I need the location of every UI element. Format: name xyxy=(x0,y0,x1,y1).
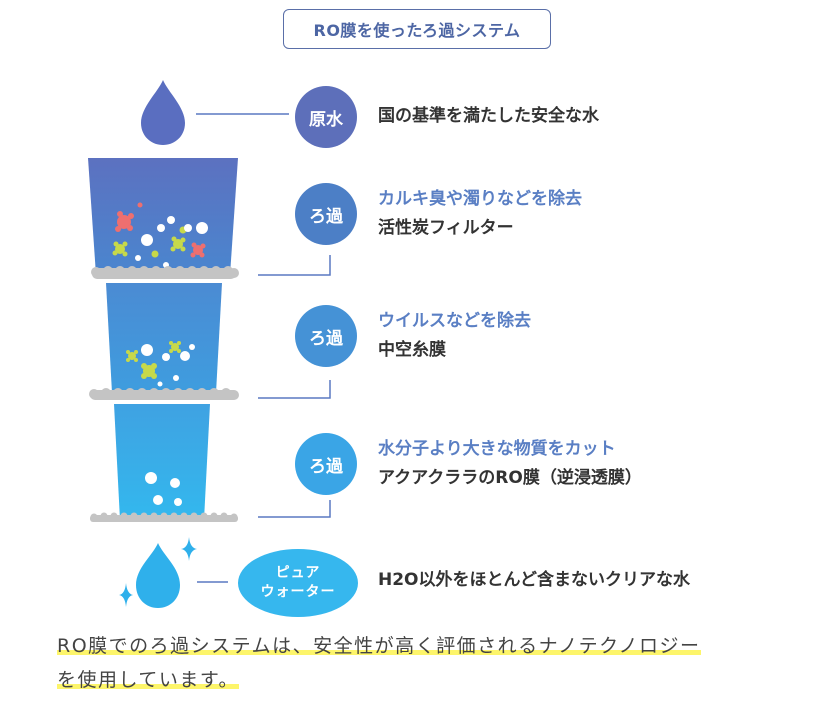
stage-badge-filter-2: ろ過 xyxy=(295,305,357,367)
ro-membrane-funnel-section xyxy=(114,404,210,520)
pure-water-description: H2O以外をほとんど含まないクリアな水 xyxy=(378,566,690,595)
impurity-particles-1 xyxy=(112,202,208,268)
sparkle-icon xyxy=(181,537,197,561)
stage-effect-text: カルキ臭や濁りなどを除去 xyxy=(378,189,582,209)
stage-filter-name: アクアクララのRO膜（逆浸透膜） xyxy=(378,468,642,488)
pure-water-badge-line1: ピュア xyxy=(275,565,321,581)
diagram-title: RO膜を使ったろ過システム xyxy=(283,9,551,49)
pure-water-drop-icon xyxy=(136,543,180,608)
pure-water-description-text: H2O以外をほとんど含まないクリアな水 xyxy=(378,570,690,590)
stage-description-filter-2: ウイルスなどを除去 中空糸膜 xyxy=(378,307,531,365)
pure-water-badge-line2: ウォーター xyxy=(260,584,336,600)
connector-line-stage3 xyxy=(258,500,331,518)
pure-water-badge: ピュア ウォーター xyxy=(238,549,358,617)
stage-description-filter-1: カルキ臭や濁りなどを除去 活性炭フィルター xyxy=(378,185,582,243)
filter-layer-3 xyxy=(90,512,238,522)
stage-description-text: 国の基準を満たした安全な水 xyxy=(378,106,599,126)
stage-description-raw: 国の基準を満たした安全な水 xyxy=(378,102,599,131)
stage-filter-name: 中空糸膜 xyxy=(378,340,446,360)
hollow-fiber-funnel-section xyxy=(106,283,222,393)
stage-filter-name: 活性炭フィルター xyxy=(378,218,514,238)
footnote-paragraph: RO膜でのろ過システムは、安全性が高く評価されるナノテクノロジー を使用していま… xyxy=(57,629,797,697)
footnote-line1: RO膜でのろ過システムは、安全性が高く評価されるナノテクノロジー xyxy=(57,635,701,657)
stage-badge-raw-water: 原水 xyxy=(295,86,357,148)
sparkle-icon xyxy=(119,583,133,607)
stage-badge-filter-3: ろ過 xyxy=(295,433,357,495)
stage-effect-text: ウイルスなどを除去 xyxy=(378,311,531,331)
impurity-particles-3 xyxy=(145,472,182,506)
filter-layer-2 xyxy=(89,388,239,400)
stage-description-filter-3: 水分子より大きな物質をカット アクアクララのRO膜（逆浸透膜） xyxy=(378,435,642,493)
filter-layer-1 xyxy=(91,266,239,279)
stage-effect-text: 水分子より大きな物質をカット xyxy=(378,439,616,459)
connector-line-stage1 xyxy=(258,255,331,276)
stage-badge-filter-1: ろ過 xyxy=(295,183,357,245)
activated-carbon-funnel-section xyxy=(88,158,238,275)
footnote-line2: を使用しています。 xyxy=(57,669,240,691)
connector-line-stage2 xyxy=(258,380,331,399)
impurity-particles-2 xyxy=(126,341,195,387)
raw-water-drop-icon xyxy=(141,80,185,145)
